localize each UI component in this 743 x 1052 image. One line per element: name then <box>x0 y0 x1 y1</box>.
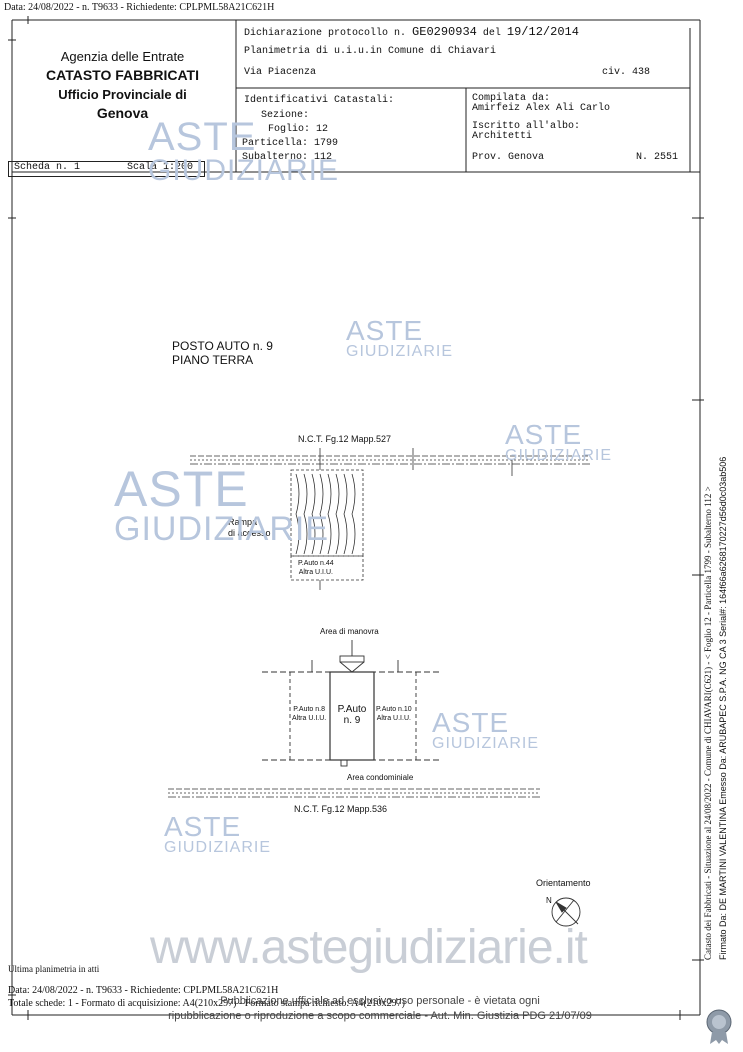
compilata-name: Amirfeiz Alex Ali Carlo <box>472 103 611 114</box>
identificativi-title: Identificativi Catastali: <box>244 95 395 106</box>
orientamento-label: Orientamento <box>536 878 591 888</box>
pubblicazione-notice: Pubblicazione ufficiale ad esclusivo uso… <box>168 995 592 1022</box>
albo-number: N. 2551 <box>636 152 679 163</box>
via-line: Via Piacenza <box>244 67 317 78</box>
plan-title: POSTO AUTO n. 9 PIANO TERRA <box>172 339 273 367</box>
ufficio-city: Genova <box>96 105 149 121</box>
scala: Scala 1:200 <box>127 162 194 173</box>
catasto-title: CATASTO FABBRICATI <box>46 67 199 83</box>
pauto-44-label: P.Auto n.44 Altra U.I.U. <box>298 560 334 576</box>
subalterno: Subalterno: 112 <box>242 152 333 163</box>
aste-watermark: ASTE GIUDIZIARIE <box>505 419 613 464</box>
pauto-10-label: P.Auto n.10 Altra U.I.U. <box>376 706 412 722</box>
agency-block: Agenzia delle Entrate CATASTO FABBRICATI… <box>20 47 225 123</box>
protocollo-date: 19/12/2014 <box>506 25 579 39</box>
ultima-planimetria: Ultima planimetria in atti <box>8 964 100 974</box>
compass-icon <box>551 897 581 927</box>
seal-icon <box>706 1009 732 1044</box>
pauto-9-label: P.Auto n. 9 <box>337 704 367 726</box>
top-stamp: Data: 24/08/2022 - n. T9633 - Richiedent… <box>4 2 275 13</box>
pauto-8-label: P.Auto n.8 Altra U.I.U. <box>292 706 327 722</box>
aste-watermark: ASTE GIUDIZIARIE <box>114 461 330 548</box>
protocollo-number: GE0290934 <box>412 25 477 39</box>
particella: Particella: 1799 <box>242 138 339 149</box>
provincia: Prov. Genova <box>472 152 545 163</box>
totale-schede: Totale schede: 1 - Formato di acquisizio… <box>8 998 405 1009</box>
nct-bottom-label: N.C.T. Fg.12 Mapp.536 <box>294 804 388 814</box>
side-firma-text: Firmato Da: DE MARTINI VALENTINA Emesso … <box>718 456 728 960</box>
scheda-box <box>8 161 205 177</box>
side-catasto-text: Catasto dei Fabbricati - Situazione al 2… <box>703 486 713 960</box>
planimetria-line: Planimetria di u.i.u.in Comune di Chiava… <box>244 46 497 57</box>
site-watermark: www.astegiudiziarie.it <box>150 921 588 974</box>
area-manovra-label: Area di manovra <box>320 627 379 636</box>
rampa-label: Rampa di accesso <box>228 517 271 538</box>
area-condominiale-label: Area condominiale <box>347 773 414 782</box>
aste-watermark: ASTE GIUDIZIARIE <box>432 707 540 752</box>
ufficio-label: Ufficio Provinciale di <box>58 87 187 102</box>
aste-watermark: ASTE GIUDIZIARIE <box>346 315 454 360</box>
albo: Architetti <box>472 131 533 142</box>
north-label: N <box>546 896 552 905</box>
dichiarazione-line: Dichiarazione protocollo n. GE0290934 de… <box>244 25 579 39</box>
foglio: Foglio: 12 <box>268 124 329 135</box>
iscritto-label: Iscritto all'albo: <box>472 121 581 132</box>
civico: civ. 438 <box>602 67 651 78</box>
agency-name: Agenzia delle Entrate <box>60 49 185 64</box>
compilata-label: Compilata da: <box>472 93 551 104</box>
scheda-number: Scheda n. 1 <box>14 162 81 173</box>
nct-top-label: N.C.T. Fg.12 Mapp.527 <box>298 434 392 444</box>
aste-watermark: ASTE GIUDIZIARIE <box>148 115 340 187</box>
footer-stamp: Data: 24/08/2022 - n. T9633 - Richiedent… <box>8 985 279 996</box>
sezione: Sezione: <box>261 110 310 121</box>
aste-watermark: ASTE GIUDIZIARIE <box>164 811 272 856</box>
